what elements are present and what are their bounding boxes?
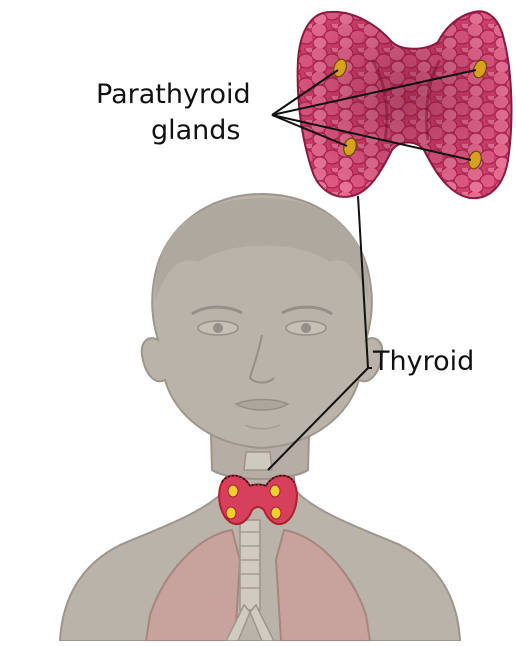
- thyroid-label: Thyroid: [373, 345, 474, 379]
- neck-parathyroid-4: [271, 507, 281, 519]
- parathyroid-label-line2: glands: [151, 114, 241, 148]
- neck-parathyroid-2: [270, 485, 280, 497]
- neck-parathyroid-3: [226, 507, 236, 519]
- neck-parathyroid-1: [228, 485, 238, 497]
- thyroid-detail: [298, 11, 512, 198]
- right-iris: [301, 323, 311, 333]
- left-iris: [213, 323, 223, 333]
- parathyroid-label-line1: Parathyroid: [96, 78, 251, 112]
